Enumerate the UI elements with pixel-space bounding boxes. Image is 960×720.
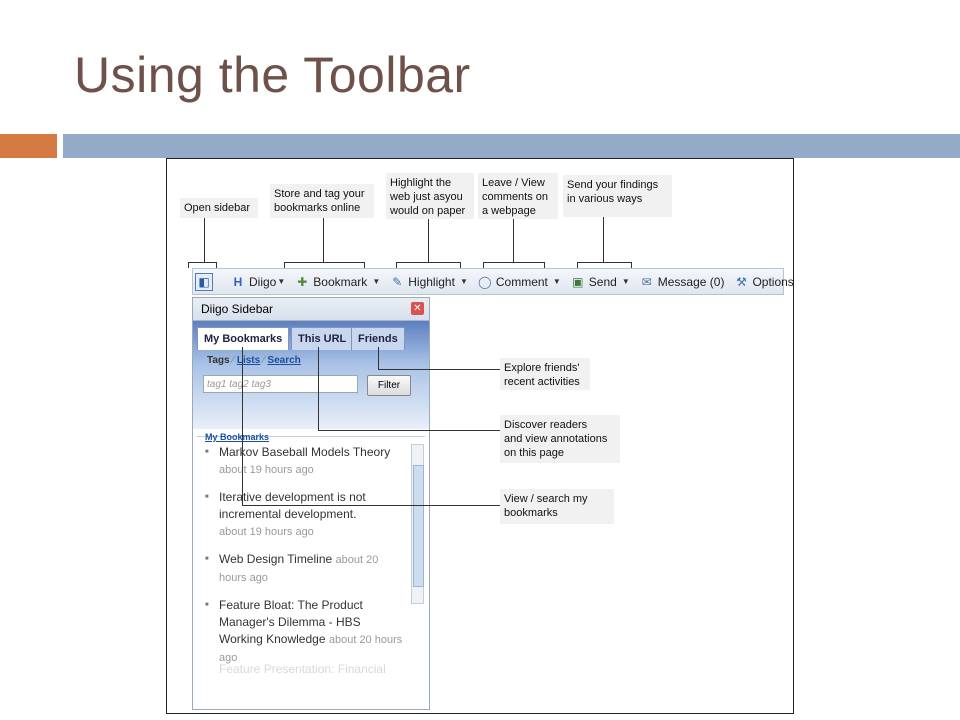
bookmark-time: about 20 hours ago xyxy=(219,634,403,664)
diigo-menu-button[interactable]: H Diigo ▼ xyxy=(231,274,286,289)
filter-button[interactable]: Filter xyxy=(367,375,411,396)
connector-line xyxy=(188,262,216,263)
connector-line xyxy=(188,262,189,268)
highlight-label: Highlight xyxy=(408,274,455,289)
my-bookmarks-heading-link[interactable]: My Bookmarks xyxy=(205,432,270,442)
bookmark-time: about 19 hours ago xyxy=(219,464,314,476)
chevron-down-icon: ▼ xyxy=(621,277,630,286)
connector-line xyxy=(318,347,319,430)
tags-label: Tags xyxy=(207,355,230,366)
comment-label: Comment xyxy=(495,274,548,289)
connector-line xyxy=(364,262,365,268)
bookmark-title: Web Design Timeline xyxy=(219,552,333,566)
bookmark-title: Iterative development is not incremental… xyxy=(219,490,366,521)
connector-line xyxy=(396,262,397,268)
connector-line xyxy=(460,262,461,268)
list-item[interactable]: Markov Baseball Models Theory about 19 h… xyxy=(205,444,405,479)
message-icon: ✉ xyxy=(641,274,652,289)
message-button[interactable]: ✉ Message (0) xyxy=(640,275,725,289)
connector-line xyxy=(318,430,500,431)
chevron-down-icon: ▼ xyxy=(459,277,468,286)
connector-line xyxy=(216,262,217,268)
connector-line xyxy=(631,262,632,268)
connector-line xyxy=(242,505,500,506)
options-label: Options xyxy=(752,274,794,289)
bookmark-list: Markov Baseball Models Theory about 19 h… xyxy=(205,444,405,677)
send-icon: ▣ xyxy=(572,274,584,289)
callout-my-bookmarks: View / search my bookmarks xyxy=(500,489,614,524)
callout-this-url: Discover readers and view annotations on… xyxy=(500,415,620,463)
scrollbar-thumb[interactable] xyxy=(413,465,424,587)
tags-row: Tags ⁄ Lists ⁄ Search xyxy=(207,355,301,366)
search-link[interactable]: Search xyxy=(267,355,301,366)
chevron-down-icon: ▼ xyxy=(372,277,381,286)
diigo-label: Diigo xyxy=(249,274,277,289)
connector-line xyxy=(378,347,379,369)
sidebar-header: Diigo Sidebar ✕ xyxy=(193,298,429,321)
send-label: Send xyxy=(588,274,617,289)
send-button[interactable]: ▣ Send ▼ xyxy=(571,275,630,289)
tab-this-url[interactable]: This URL xyxy=(291,327,354,350)
list-item[interactable]: Iterative development is not incremental… xyxy=(205,489,405,541)
options-icon: ⚒ xyxy=(736,274,747,289)
accent-bar-blue xyxy=(63,134,960,158)
close-icon[interactable]: ✕ xyxy=(411,302,424,315)
options-button[interactable]: ⚒ Options xyxy=(734,274,794,289)
connector-line xyxy=(204,218,205,262)
list-item[interactable]: Web Design Timeline about 20 hours ago xyxy=(205,551,405,587)
list-item-faded: Feature Presentation: Financial xyxy=(219,662,386,676)
connector-line xyxy=(544,262,545,268)
bookmark-title: Feature Bloat: The Product Manager's Dil… xyxy=(219,598,363,646)
highlight-button[interactable]: ✎ Highlight ▼ xyxy=(390,275,468,289)
callout-bookmark: Store and tag your bookmarks online xyxy=(270,184,374,218)
bookmark-label: Bookmark xyxy=(313,274,368,289)
connector-line xyxy=(323,218,324,262)
divider xyxy=(197,436,425,437)
bookmark-time: about 19 hours ago xyxy=(219,526,314,538)
highlighter-icon: ✎ xyxy=(392,274,403,289)
callout-comment: Leave / View comments on a webpage xyxy=(478,173,558,219)
chevron-down-icon: ▼ xyxy=(552,277,561,286)
callout-friends: Explore friends' recent activities xyxy=(500,358,590,390)
comment-bubble-icon: ◯ xyxy=(478,274,492,289)
bookmark-time: about 20 hours ago xyxy=(219,554,379,584)
connector-line xyxy=(513,219,514,262)
message-label: Message (0) xyxy=(657,274,725,289)
open-sidebar-button[interactable]: ◧ xyxy=(195,272,213,291)
diigo-logo-icon: H xyxy=(233,274,243,289)
callout-send: Send your findings in various ways xyxy=(563,175,672,217)
connector-line xyxy=(284,262,364,263)
diigo-sidebar: Diigo Sidebar ✕ My Bookmarks This URL Fr… xyxy=(192,297,430,710)
chevron-down-icon: ▼ xyxy=(277,277,286,286)
sidebar-icon: ◧ xyxy=(198,274,210,289)
lists-link[interactable]: Lists xyxy=(236,355,261,366)
connector-line xyxy=(428,219,429,262)
callout-open-sidebar: Open sidebar xyxy=(180,198,258,218)
bookmark-icon: ✚ xyxy=(297,274,308,289)
comment-button[interactable]: ◯ Comment ▼ xyxy=(478,275,561,289)
connector-line xyxy=(603,217,604,262)
connector-line xyxy=(483,262,484,268)
bookmark-title: Markov Baseball Models Theory xyxy=(219,445,391,459)
connector-line xyxy=(242,347,243,505)
list-item[interactable]: Feature Bloat: The Product Manager's Dil… xyxy=(205,597,405,667)
scrollbar[interactable] xyxy=(411,444,424,604)
sidebar-tab-panel: My Bookmarks This URL Friends Tags ⁄ Lis… xyxy=(193,321,429,429)
connector-line xyxy=(378,369,500,370)
connector-line xyxy=(577,262,631,263)
connector-line xyxy=(396,262,460,263)
callout-highlight: Highlight the web just asyou would on pa… xyxy=(386,173,474,219)
tab-friends[interactable]: Friends xyxy=(351,327,405,350)
connector-line xyxy=(577,262,578,268)
connector-line xyxy=(284,262,285,268)
diigo-toolbar: ◧ H Diigo ▼ ✚ Bookmark ▼ ✎ Highlight ▼ ◯… xyxy=(192,268,794,295)
tags-filter-input[interactable]: tag1 tag2 tag3 xyxy=(203,375,358,393)
bookmark-button[interactable]: ✚ Bookmark ▼ xyxy=(295,275,380,289)
connector-line xyxy=(483,262,544,263)
sidebar-title: Diigo Sidebar xyxy=(201,302,274,316)
slide-title: Using the Toolbar xyxy=(74,47,471,103)
accent-bar-orange xyxy=(0,134,57,158)
tab-my-bookmarks[interactable]: My Bookmarks xyxy=(197,327,290,350)
